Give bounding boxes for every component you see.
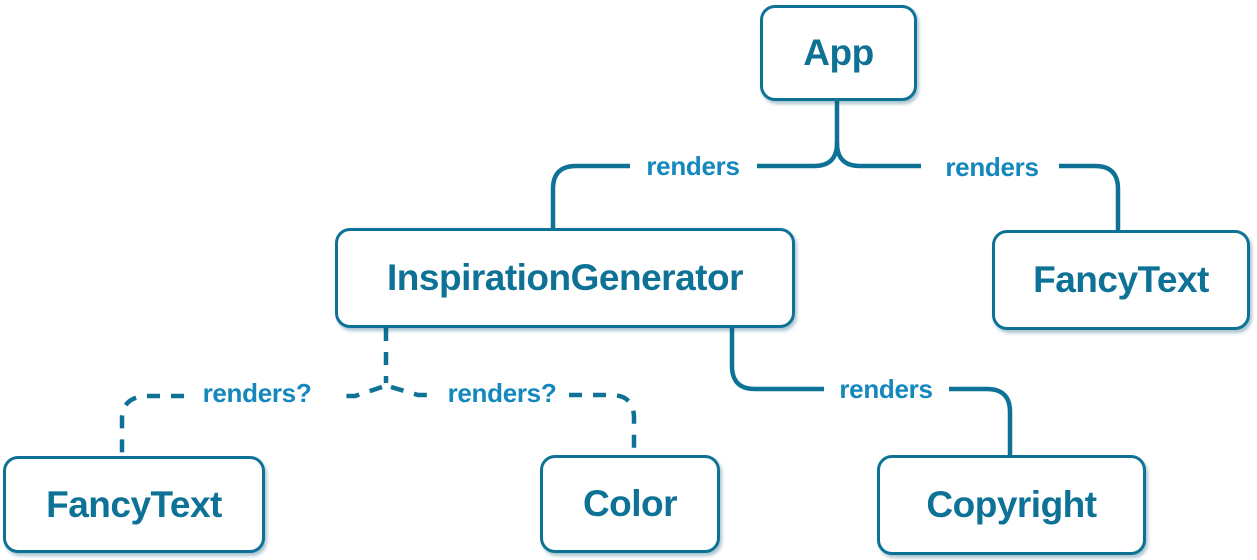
node-inspiration-generator: InspirationGenerator [335, 228, 795, 328]
edge-app-to-inspiration-left [757, 142, 840, 169]
node-fancy-text-top-label: FancyText [1033, 259, 1209, 300]
edge-inspiration-to-copyright-right [949, 386, 1013, 455]
edge-app-to-inspiration-right [550, 163, 630, 228]
edge-inspiration-to-fancytext-b [119, 393, 184, 456]
node-app: App [760, 5, 917, 101]
edge-label-inspiration-renders-copyright: renders [834, 376, 938, 402]
edge-label-app-renders-fancytext: renders [940, 154, 1044, 180]
edge-label-inspiration-renders-color: renders? [442, 380, 562, 406]
edge-inspiration-to-color-b [569, 392, 637, 455]
edge-inspiration-to-copyright-left [729, 328, 824, 392]
edge-label-app-renders-inspiration: renders [641, 153, 745, 179]
node-copyright: Copyright [877, 455, 1146, 555]
edge-inspiration-to-color-a [390, 384, 437, 398]
node-fancy-text-bottom-label: FancyText [46, 483, 222, 525]
node-fancy-text-bottom: FancyText [3, 456, 265, 553]
edge-inspiration-to-fancytext-a [337, 384, 383, 399]
node-inspiration-generator-label: InspirationGenerator [387, 257, 743, 298]
edge-app-to-fancytext-right [1059, 163, 1121, 230]
solid-edges [550, 101, 1121, 455]
node-color: Color [540, 455, 720, 553]
node-color-label: Color [582, 483, 678, 524]
node-copyright-label: Copyright [926, 484, 1097, 525]
edge-label-inspiration-renders-fancytext: renders? [197, 380, 317, 406]
dashed-edges [119, 328, 637, 456]
edge-app-to-fancytext-left [834, 142, 921, 169]
node-fancy-text-top: FancyText [992, 230, 1250, 330]
node-app-label: App [803, 32, 874, 73]
